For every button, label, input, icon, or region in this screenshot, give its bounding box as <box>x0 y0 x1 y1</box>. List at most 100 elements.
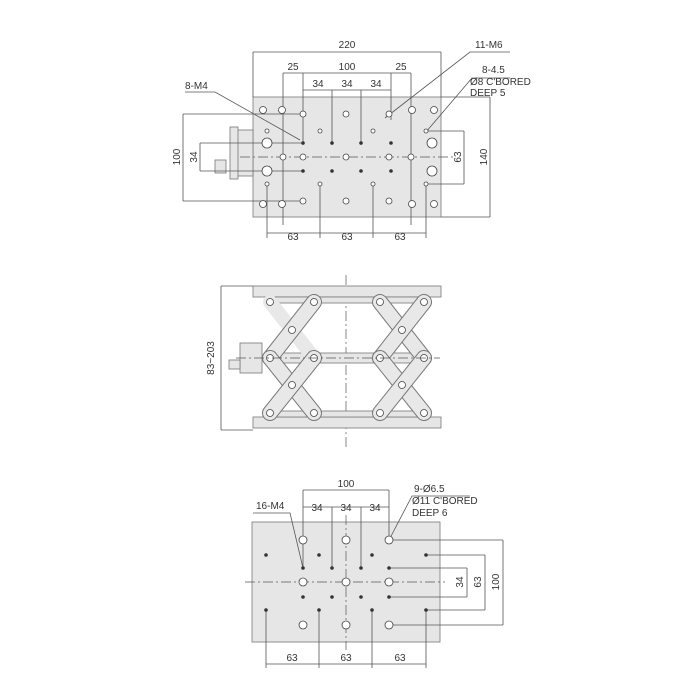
label-16-m4: 16-M4 <box>256 501 285 512</box>
top-plate <box>252 285 442 298</box>
dim-line-height <box>220 285 253 431</box>
hole <box>385 153 393 161</box>
dim-25-left: 25 <box>287 62 299 73</box>
hole <box>259 200 267 208</box>
bottom-rail <box>264 410 431 418</box>
hole <box>299 153 307 161</box>
dim-63: 63 <box>394 232 406 243</box>
hole <box>385 110 393 118</box>
dim-line-63-bottom <box>266 185 427 238</box>
hole <box>264 128 270 134</box>
dim-100: 100 <box>339 62 356 73</box>
top-view: 220 25 100 25 34 34 34 63 63 63 100 34 6… <box>172 40 531 243</box>
hole <box>359 169 363 173</box>
dim-34: 34 <box>341 79 353 90</box>
knob-screw <box>228 359 241 370</box>
hole <box>385 197 393 205</box>
hole <box>408 200 416 208</box>
dim-63: 63 <box>394 653 406 664</box>
dim-63-right: 63 <box>473 576 484 588</box>
dim-140: 140 <box>479 148 490 165</box>
hole <box>430 200 438 208</box>
hole <box>423 128 429 134</box>
hole <box>317 181 323 187</box>
dim-height: 83~203 <box>206 341 217 375</box>
hole <box>330 169 334 173</box>
hole <box>408 106 416 114</box>
hole <box>359 141 363 145</box>
dim-25-right: 25 <box>395 62 407 73</box>
top-holes <box>259 106 438 208</box>
hole <box>330 141 334 145</box>
hole <box>370 181 376 187</box>
dim-line-63-bottom <box>265 610 427 668</box>
hole <box>389 169 393 173</box>
dim-line-34-left <box>199 142 303 172</box>
label-cbore-3: DEEP 6 <box>412 508 448 519</box>
hole <box>299 197 307 205</box>
hole <box>264 181 270 187</box>
hole <box>301 169 305 173</box>
leader-m6 <box>384 51 510 119</box>
base-plate <box>252 416 442 429</box>
bottom-holes <box>264 535 428 630</box>
dim-line-63-right <box>426 554 486 611</box>
dim-100-right: 100 <box>491 573 502 590</box>
dim-34: 34 <box>370 79 382 90</box>
dim-line-63-right <box>426 130 465 185</box>
dim-63: 63 <box>286 653 298 664</box>
knob-flange <box>235 129 254 177</box>
leader-m4 <box>253 512 304 569</box>
hole <box>342 110 350 118</box>
dim-34: 34 <box>311 503 323 514</box>
hole <box>389 141 393 145</box>
hole <box>278 200 286 208</box>
knob-screw <box>214 159 227 174</box>
label-cbore-2: Ø8 C'BORED <box>470 77 531 88</box>
dim-line-140 <box>441 96 491 218</box>
dim-34-left: 34 <box>189 151 200 163</box>
dim-100-left: 100 <box>172 148 183 165</box>
dim-34: 34 <box>340 503 352 514</box>
label-cbore-3: DEEP 5 <box>470 88 506 99</box>
label-cbore-2: Ø11 C'BORED <box>412 496 478 507</box>
label-8-m4: 8-M4 <box>185 81 208 92</box>
hole <box>259 106 267 114</box>
hole <box>301 141 305 145</box>
dim-220: 220 <box>339 40 356 51</box>
knob-body <box>229 126 239 180</box>
hole <box>278 106 286 114</box>
leader-cbore <box>388 495 470 541</box>
dim-34-right: 34 <box>455 576 466 588</box>
dim-63: 63 <box>340 653 352 664</box>
hole <box>426 137 438 149</box>
hole <box>407 153 415 161</box>
hole <box>423 181 429 187</box>
leader-m4 <box>185 91 301 141</box>
dim-34: 34 <box>312 79 324 90</box>
label-cbore-1: 9-Ø6.5 <box>414 484 445 495</box>
dim-line-25-100 <box>282 72 412 225</box>
hole <box>299 110 307 118</box>
hole <box>426 165 438 177</box>
dim-line-34-right <box>389 567 468 598</box>
dim-63-right: 63 <box>453 151 464 163</box>
hole <box>342 197 350 205</box>
hole <box>317 128 323 134</box>
hole <box>261 137 273 149</box>
dim-line-100 <box>302 489 390 568</box>
top-rail <box>264 296 431 304</box>
label-cbore-1: 8-4.5 <box>482 65 505 76</box>
hole <box>279 153 287 161</box>
leader-cbore <box>425 77 510 133</box>
dim-100: 100 <box>338 479 355 490</box>
bottom-view: 100 34 34 34 63 63 63 34 63 100 16-M4 9-… <box>245 479 504 668</box>
dim-63: 63 <box>287 232 299 243</box>
hole <box>370 128 376 134</box>
hole <box>430 106 438 114</box>
dim-34: 34 <box>369 503 381 514</box>
label-11-m6: 11-M6 <box>475 40 503 51</box>
hole <box>342 153 350 161</box>
